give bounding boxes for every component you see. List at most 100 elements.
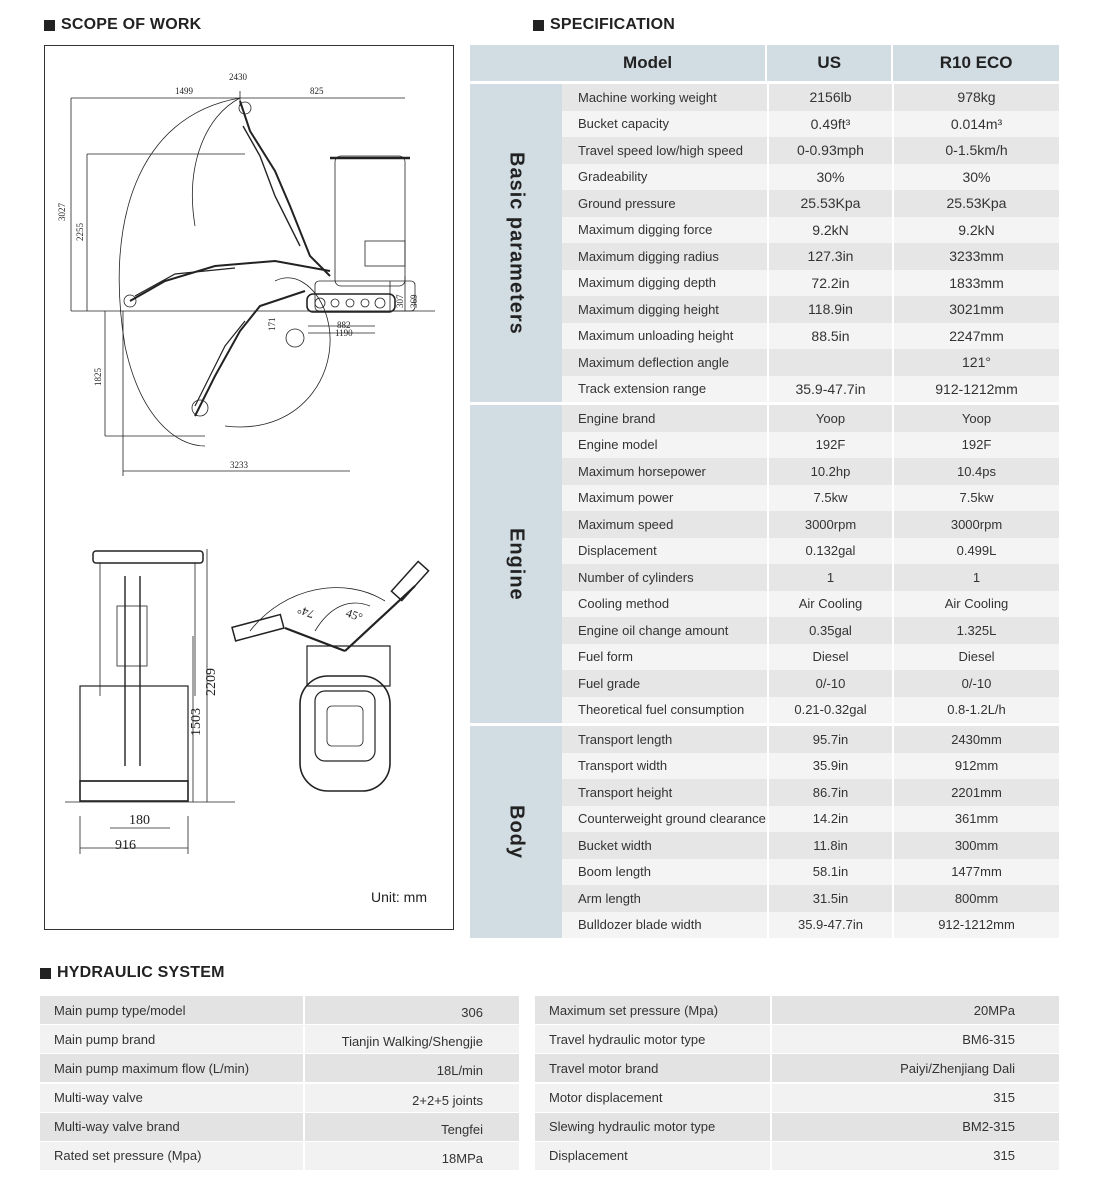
spec-eco-value: 912-1212mm xyxy=(892,911,1059,938)
spec-eco-value: 361mm xyxy=(892,805,1059,832)
hydraulic-title-text: HYDRAULIC SYSTEM xyxy=(57,964,225,981)
spec-us-value: 30% xyxy=(767,163,892,190)
spec-us-value: 1 xyxy=(767,564,892,591)
spec-us-value: 25.53Kpa xyxy=(767,190,892,217)
dim-2430: 2430 xyxy=(229,72,248,82)
spec-param-name: Engine brand xyxy=(578,410,656,426)
spec-eco-value: 2247mm xyxy=(892,322,1059,349)
spec-title: SPECIFICATION xyxy=(533,16,675,34)
spec-us-value: 7.5kw xyxy=(767,484,892,511)
hydraulic-param-name: Maximum set pressure (Mpa) xyxy=(549,1002,719,1018)
spec-us-value: Diesel xyxy=(767,643,892,670)
hydraulic-param-value: 18L/min xyxy=(303,1054,519,1083)
dim-2209: 2209 xyxy=(204,668,219,696)
spec-eco-value: 912-1212mm xyxy=(892,375,1059,402)
dim-307: 307 xyxy=(395,294,405,308)
spec-group-label: Engine xyxy=(470,405,562,723)
header-us: US xyxy=(765,45,891,81)
hydraulic-param-value: 18MPa xyxy=(303,1141,519,1170)
spec-eco-value: 0.499L xyxy=(892,537,1059,564)
header-model: Model xyxy=(623,53,673,72)
spec-eco-value: 912mm xyxy=(892,752,1059,779)
spec-param-name: Fuel grade xyxy=(578,675,641,691)
spec-us-value: 0.49ft³ xyxy=(767,110,892,137)
dim-825: 825 xyxy=(310,86,324,96)
spec-eco-value: 10.4ps xyxy=(892,458,1059,485)
spec-eco-value: Yoop xyxy=(892,405,1059,432)
spec-param-name: Displacement xyxy=(578,543,657,559)
spec-param-name: Transport length xyxy=(578,731,673,747)
spec-eco-value: 3021mm xyxy=(892,296,1059,323)
hydraulic-param-name: Motor displacement xyxy=(549,1090,663,1106)
spec-eco-value: 0.8-1.2L/h xyxy=(892,696,1059,723)
spec-param-name: Theoretical fuel consumption xyxy=(578,702,745,718)
spec-eco-value: 1 xyxy=(892,564,1059,591)
spec-param-name: Maximum digging radius xyxy=(578,248,719,264)
spec-eco-value: 121° xyxy=(892,349,1059,376)
dim-1499: 1499 xyxy=(175,86,194,96)
dim-180: 180 xyxy=(129,813,150,828)
header-r10-eco: R10 ECO xyxy=(891,45,1059,81)
spec-us-value: Air Cooling xyxy=(767,590,892,617)
spec-us-value: 127.3in xyxy=(767,243,892,270)
hydraulic-param-value: 2+2+5 joints xyxy=(303,1083,519,1112)
spec-param-name: Maximum deflection angle xyxy=(578,354,730,370)
spec-param-name: Maximum digging force xyxy=(578,222,713,238)
spec-eco-value: Air Cooling xyxy=(892,590,1059,617)
spec-param-name: Ground pressure xyxy=(578,195,676,211)
spec-param-name: Maximum unloading height xyxy=(578,328,734,344)
spec-eco-value: 9.2kN xyxy=(892,216,1059,243)
spec-us-value: 35.9in xyxy=(767,752,892,779)
spec-param-name: Counterweight ground clearance xyxy=(578,811,766,827)
spec-param-name: Bucket capacity xyxy=(578,116,670,132)
angle-74: 74° xyxy=(295,602,316,621)
spec-eco-value: 300mm xyxy=(892,832,1059,859)
spec-param-name: Machine working weight xyxy=(578,89,717,105)
dim-171: 171 xyxy=(267,318,277,332)
spec-param-name: Engine oil change amount xyxy=(578,622,729,638)
spec-us-value: 10.2hp xyxy=(767,458,892,485)
hydraulic-param-name: Multi-way valve brand xyxy=(54,1119,180,1135)
spec-eco-value: 3233mm xyxy=(892,243,1059,270)
hydraulic-param-value: 306 xyxy=(303,996,519,1024)
spec-param-name: Track extension range xyxy=(578,381,707,397)
hydraulic-param-name: Travel hydraulic motor type xyxy=(549,1031,706,1047)
spec-param-name: Boom length xyxy=(578,864,651,880)
spec-us-value: 0/-10 xyxy=(767,670,892,697)
spec-us-value xyxy=(767,349,892,376)
spec-us-value: 11.8in xyxy=(767,832,892,859)
hydraulic-param-name: Rated set pressure (Mpa) xyxy=(54,1148,202,1164)
spec-us-value: 88.5in xyxy=(767,322,892,349)
spec-param-name: Travel speed low/high speed xyxy=(578,142,744,158)
spec-eco-value: 1477mm xyxy=(892,858,1059,885)
section-square-icon xyxy=(40,967,51,979)
spec-group-label: Basic parameters xyxy=(470,84,562,402)
spec-us-value: 0.132gal xyxy=(767,537,892,564)
scope-drawing-frame: 2430 1499 825 3027 2255 1825 3233 882 11… xyxy=(44,45,454,930)
